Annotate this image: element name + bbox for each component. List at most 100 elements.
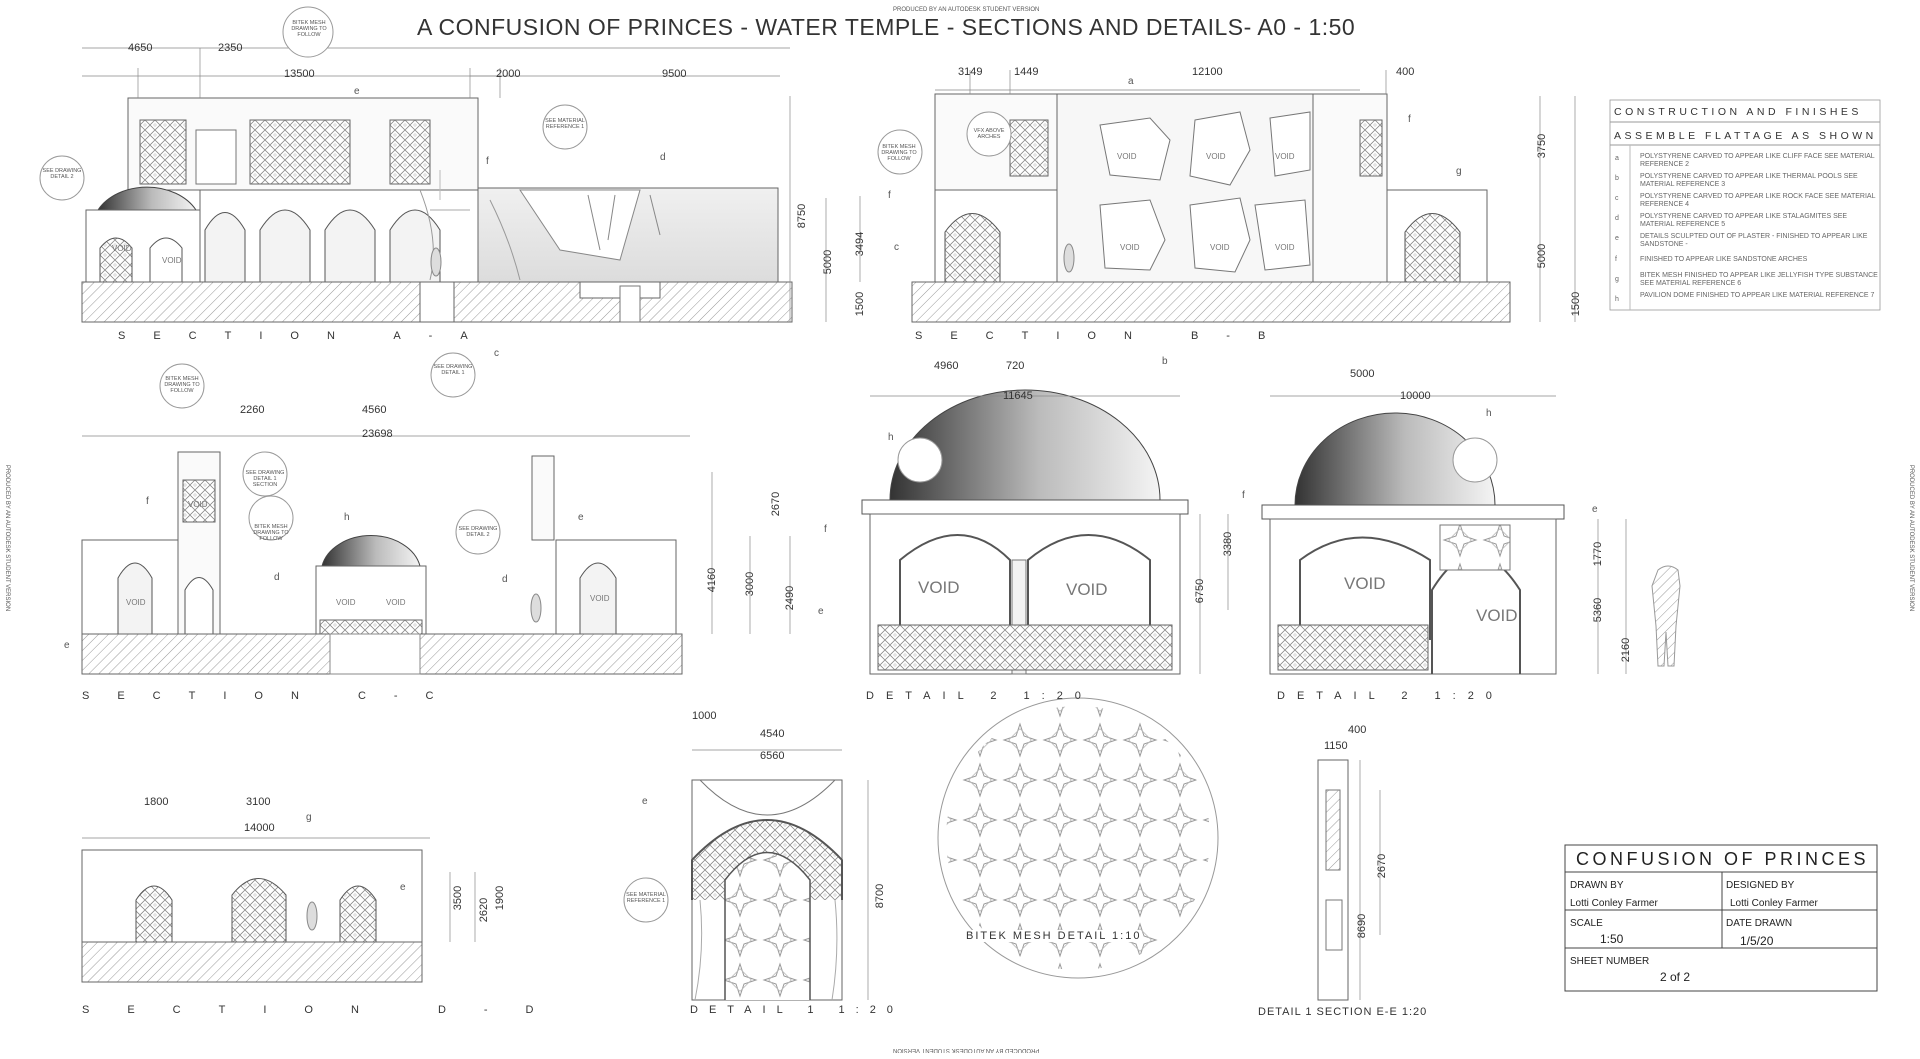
key-code: d bbox=[1615, 215, 1619, 222]
tag-bubble bbox=[1452, 437, 1498, 483]
tag-letter: e bbox=[354, 86, 360, 97]
bitek-mesh-label: BITEK MESH DETAIL 1:10 bbox=[966, 930, 1142, 942]
section-b-b-label: SECTION B-B bbox=[915, 330, 1294, 342]
key-heading: CONSTRUCTION AND FINISHES bbox=[1614, 106, 1862, 118]
dim-label: 3100 bbox=[246, 796, 271, 808]
dim-label: 1500 bbox=[1570, 291, 1583, 317]
dim-label: 2670 bbox=[1376, 853, 1389, 879]
annotation-note: SEE MATERIAL REFERENCE 1 bbox=[545, 118, 585, 130]
key-text: BITEK MESH FINISHED TO APPEAR LIKE JELLY… bbox=[1640, 272, 1878, 287]
dim-label: 6750 bbox=[1194, 578, 1207, 604]
section-c-c-drawing bbox=[81, 435, 690, 675]
dim-label: 5360 bbox=[1592, 597, 1605, 623]
tag-bubble bbox=[242, 451, 288, 497]
detail-1-drawing bbox=[691, 779, 843, 1001]
detail-2-left-label: DETAIL 2 1:20 bbox=[866, 690, 1093, 702]
sheet-value: 2 of 2 bbox=[1660, 970, 1691, 984]
detail-2-left-drawing bbox=[861, 389, 1189, 675]
section-b-b-drawing bbox=[911, 89, 1511, 323]
tag-letter: d bbox=[274, 572, 280, 583]
scale-value: 1:50 bbox=[1600, 932, 1624, 946]
section-c-c-dimensions bbox=[711, 472, 791, 634]
tag-letter: a bbox=[1128, 76, 1134, 87]
dim-label: 13500 bbox=[284, 68, 315, 80]
tag-bubble bbox=[966, 111, 1012, 157]
tag-letter: g bbox=[306, 812, 312, 823]
section-e-e-dimensions bbox=[1359, 760, 1381, 1000]
tag-bubble bbox=[542, 104, 588, 150]
tag-letter: f bbox=[888, 190, 891, 201]
dim-label: 3750 bbox=[1536, 133, 1549, 159]
tag-letter: e bbox=[400, 882, 406, 893]
title-block-project: CONFUSION OF PRINCES bbox=[1576, 849, 1870, 869]
dim-label: 1800 bbox=[144, 796, 169, 808]
void-label: VOID bbox=[1117, 152, 1137, 161]
void-label: VOID bbox=[918, 578, 960, 597]
tag-letter: e bbox=[818, 606, 824, 617]
dim-label: 5000 bbox=[1350, 368, 1375, 380]
dim-label: 4650 bbox=[128, 42, 153, 54]
tag-letter: e bbox=[578, 512, 584, 523]
key-code: g bbox=[1615, 276, 1619, 283]
section-d-d-dimensions bbox=[449, 872, 476, 942]
tag-bubble bbox=[159, 363, 205, 409]
void-label: VOID bbox=[126, 598, 146, 607]
dim-label: 2160 bbox=[1620, 637, 1633, 663]
void-label: VOID bbox=[1066, 580, 1108, 599]
annotation-note: SEE DRAWING DETAIL 1 SECTION bbox=[245, 470, 285, 488]
tag-letter: h bbox=[888, 432, 894, 443]
annotation-note: SEE MATERIAL REFERENCE 1 bbox=[626, 892, 666, 904]
section-d-d-drawing bbox=[81, 837, 430, 983]
dim-label: 2000 bbox=[496, 68, 521, 80]
dim-label: 2670 bbox=[770, 491, 783, 517]
key-code: c bbox=[1615, 195, 1619, 202]
dim-label: 1000 bbox=[692, 710, 717, 722]
void-label: VOID bbox=[386, 598, 406, 607]
dim-label: 2350 bbox=[218, 42, 243, 54]
tag-letter: g bbox=[1456, 166, 1462, 177]
tag-letter: c bbox=[894, 242, 899, 253]
bitek-mesh-drawing bbox=[937, 697, 1219, 979]
detail-1-label: DETAIL 1 1:20 bbox=[690, 1004, 904, 1016]
void-label: VOID bbox=[336, 598, 356, 607]
void-label: VOID bbox=[188, 500, 208, 509]
dim-label: 720 bbox=[1006, 360, 1025, 372]
tag-bubble bbox=[897, 437, 943, 483]
key-text: FINISHED TO APPEAR LIKE SANDSTONE ARCHES bbox=[1640, 256, 1808, 263]
watermark-left: PRODUCED BY AN AUTODESK STUDENT VERSION bbox=[4, 464, 11, 612]
dim-label: 4960 bbox=[934, 360, 959, 372]
dim-label: 23698 bbox=[362, 428, 393, 440]
key-subheading: ASSEMBLE FLATTAGE AS SHOWN bbox=[1614, 130, 1877, 142]
dim-label: 8700 bbox=[874, 883, 887, 909]
key-text: POLYSTYRENE CARVED TO APPEAR LIKE STALAG… bbox=[1640, 213, 1848, 228]
drawn-by-value: Lotti Conley Farmer bbox=[1570, 898, 1658, 909]
tag-letter: e bbox=[1592, 504, 1598, 515]
sheet-label: SHEET NUMBER bbox=[1570, 956, 1650, 967]
key-text: PAVILION DOME FINISHED TO APPEAR LIKE MA… bbox=[1640, 292, 1875, 299]
scale-label: SCALE bbox=[1570, 918, 1603, 929]
section-e-e-label: DETAIL 1 SECTION E-E 1:20 bbox=[1258, 1006, 1428, 1018]
dim-label: 10000 bbox=[1400, 390, 1431, 402]
void-label: VOID bbox=[1206, 152, 1226, 161]
void-label: VOID bbox=[162, 256, 182, 265]
void-label: VOID bbox=[590, 594, 610, 603]
detail-1-dimensions bbox=[692, 749, 869, 1000]
void-label: VOID bbox=[1344, 574, 1386, 593]
dim-label: 1449 bbox=[1014, 66, 1039, 78]
drawn-by-label: DRAWN BY bbox=[1570, 880, 1624, 891]
void-label: VOID bbox=[1210, 243, 1230, 252]
dim-label: 2260 bbox=[240, 404, 265, 416]
dim-label: 2620 bbox=[478, 897, 491, 923]
annotation-note: BITEK MESH DRAWING TO FOLLOW bbox=[291, 20, 327, 38]
void-label: VOID bbox=[112, 244, 132, 253]
title-block-frame bbox=[1564, 844, 1878, 992]
date-label: DATE DRAWN bbox=[1726, 918, 1793, 929]
section-c-c-label: SECTION C-C bbox=[82, 690, 462, 702]
dim-label: 4540 bbox=[760, 728, 785, 740]
section-a-a-drawing bbox=[81, 47, 793, 323]
detail-2-right-label: DETAIL 2 1:20 bbox=[1277, 690, 1504, 702]
dim-label: 4160 bbox=[706, 567, 719, 593]
dim-label: 9500 bbox=[662, 68, 687, 80]
dim-label: 1500 bbox=[854, 291, 867, 317]
tag-letter: e bbox=[642, 796, 648, 807]
